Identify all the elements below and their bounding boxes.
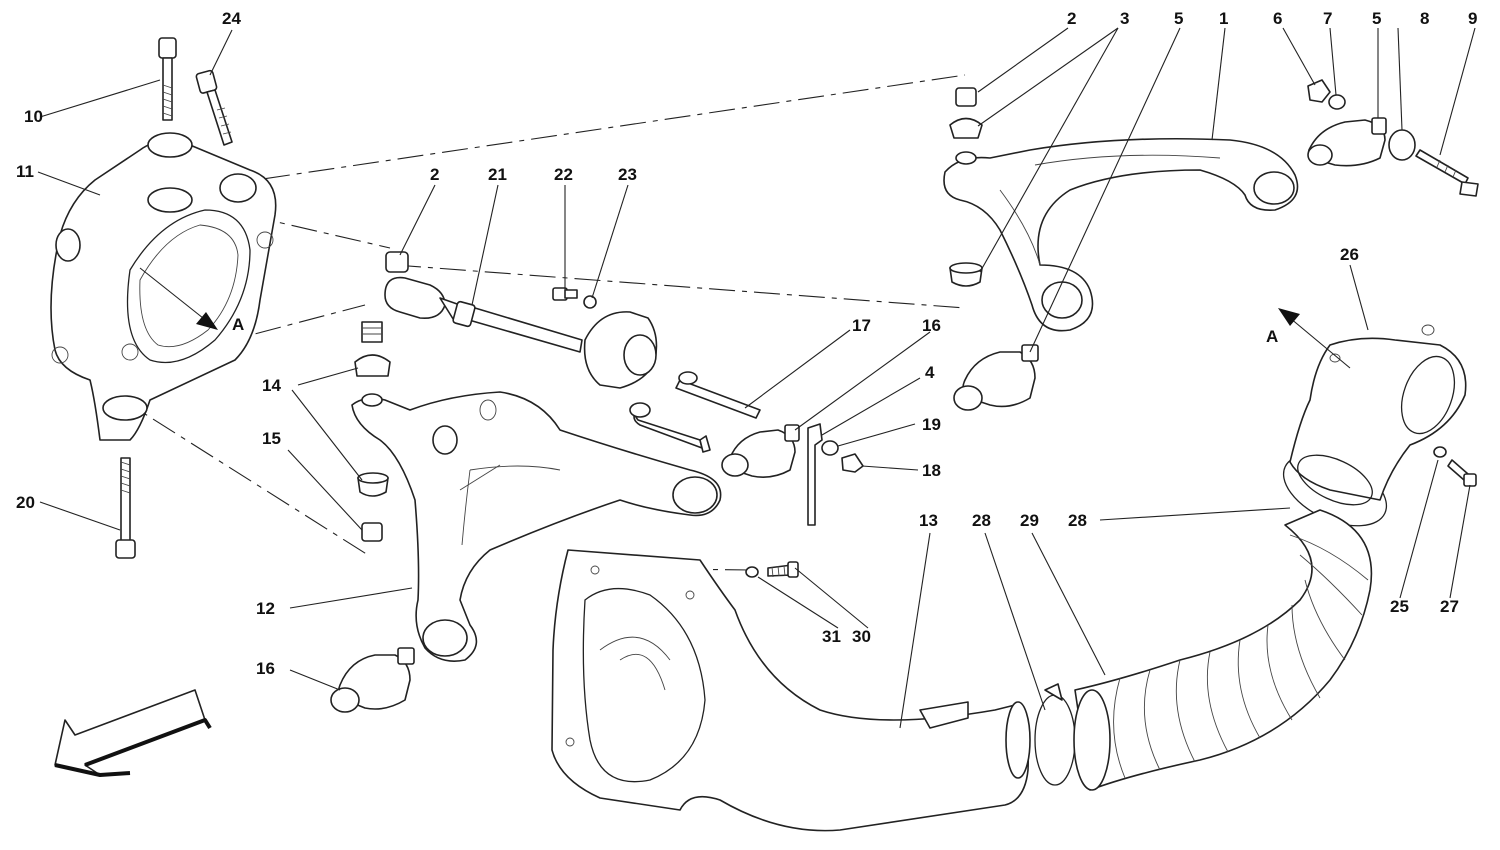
view-marker-left: A (232, 315, 244, 334)
label-28-left: 28 (972, 511, 991, 530)
label-14: 14 (262, 376, 281, 395)
bolt-10 (158, 37, 177, 121)
label-2-right: 2 (1067, 9, 1076, 28)
lower-arm (351, 391, 722, 662)
view-arrow-right (1278, 308, 1351, 369)
inlet-screw (1433, 446, 1477, 487)
label-22: 22 (554, 165, 573, 184)
label-8: 8 (1420, 9, 1429, 28)
screw-and-washer (745, 561, 799, 578)
label-6: 6 (1273, 9, 1282, 28)
label-11: 11 (16, 162, 34, 181)
air-duct (551, 549, 1031, 832)
bush-lower-left (330, 647, 415, 713)
label-15: 15 (262, 429, 281, 448)
label-13: 13 (919, 511, 938, 530)
label-12: 12 (256, 599, 275, 618)
label-26: 26 (1340, 245, 1359, 264)
label-16-center: 16 (922, 316, 941, 335)
part-labels: 10 11 24 20 2 21 22 23 14 15 12 16 17 16… (16, 9, 1477, 678)
bracket-and-nut (807, 423, 864, 526)
label-10: 10 (24, 107, 43, 126)
bush-assembly-top-right (1307, 79, 1479, 197)
label-7: 7 (1323, 9, 1332, 28)
lower-arm-fasteners (354, 321, 391, 542)
label-28-right: 28 (1068, 511, 1087, 530)
bolt-20 (115, 457, 136, 559)
label-18: 18 (922, 461, 941, 480)
label-31: 31 (822, 627, 841, 646)
label-9: 9 (1468, 9, 1477, 28)
upper-arm (943, 137, 1299, 332)
label-5-left: 5 (1174, 9, 1183, 28)
label-23: 23 (618, 165, 637, 184)
label-24: 24 (222, 9, 241, 28)
leader-lines (37, 27, 1476, 729)
label-25: 25 (1390, 597, 1409, 616)
view-marker-right: A (1266, 327, 1278, 346)
bush-middle (953, 344, 1039, 411)
view-arrow-left (139, 267, 218, 330)
bolt-24 (195, 69, 233, 146)
label-29: 29 (1020, 511, 1039, 530)
hose-clamp-left (1034, 683, 1076, 786)
direction-arrow-icon (54, 689, 212, 777)
label-19: 19 (922, 415, 941, 434)
label-2-left: 2 (430, 165, 439, 184)
bush-center (721, 424, 800, 478)
label-16-left: 16 (256, 659, 275, 678)
label-17: 17 (852, 316, 871, 335)
duct-inlet (1289, 324, 1467, 506)
tie-rod (384, 251, 658, 389)
label-20: 20 (16, 493, 35, 512)
corrugated-hose (1073, 509, 1373, 791)
upper-arm-fasteners (949, 87, 983, 287)
label-27: 27 (1440, 597, 1459, 616)
label-5-right: 5 (1372, 9, 1381, 28)
hub-carrier (50, 132, 277, 441)
label-30: 30 (852, 627, 871, 646)
label-21: 21 (488, 165, 507, 184)
link-rod (629, 371, 761, 453)
label-4: 4 (925, 363, 935, 382)
label-1: 1 (1219, 9, 1228, 28)
label-3: 3 (1120, 9, 1129, 28)
